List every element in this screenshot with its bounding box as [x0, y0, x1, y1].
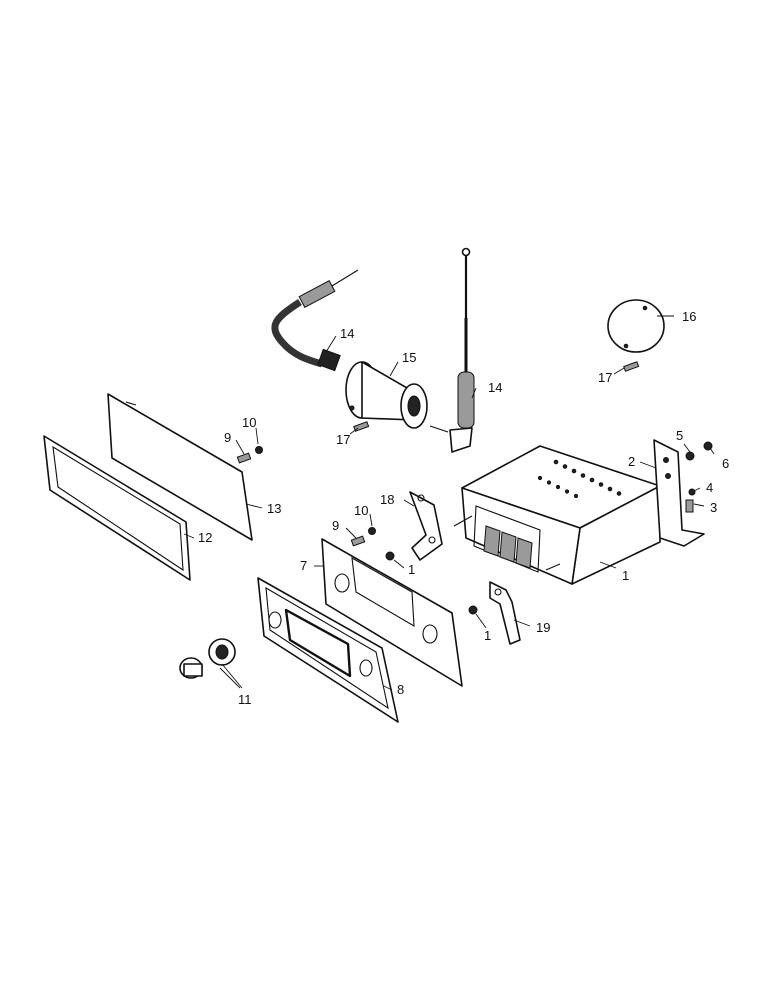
part-7-mounting-plate	[321, 538, 463, 687]
callout-12: 12	[198, 530, 212, 545]
vent-hole	[589, 477, 595, 483]
callout-1-washer-lower: 1	[484, 628, 491, 643]
part-10-nut-upper	[255, 446, 263, 454]
callout-2: 2	[628, 454, 635, 469]
callout-8: 8	[397, 682, 404, 697]
part-9-screw-lower	[350, 535, 366, 547]
callout-5: 5	[676, 428, 683, 443]
callout-18: 18	[380, 492, 394, 507]
callout-14-cable: 14	[340, 326, 354, 341]
callout-19: 19	[536, 620, 550, 635]
part-11-knob	[179, 638, 236, 679]
vent-hole	[564, 489, 570, 494]
vent-hole	[580, 473, 586, 478]
part-3-screw	[685, 499, 694, 513]
part-14-antenna-cable	[271, 269, 359, 372]
callout-4: 4	[706, 480, 713, 495]
callout-10-lower: 10	[354, 503, 368, 518]
callout-9-upper: 9	[224, 430, 231, 445]
callout-16: 16	[682, 309, 696, 324]
part-17-screw-right	[623, 361, 640, 372]
radio-unit-holes	[537, 459, 622, 499]
vent-hole	[571, 468, 577, 474]
part-16-cover-disc	[607, 299, 665, 353]
part-5-washer	[685, 451, 695, 461]
callout-14-rod: 14	[488, 380, 502, 395]
part-18-bracket	[409, 491, 443, 561]
callout-labels: 16 17 14 15 14 17 9 10 13 12 18 9 10 1 7…	[198, 309, 729, 707]
part-10-nut-lower	[368, 527, 376, 535]
vent-hole	[537, 475, 543, 481]
vent-hole	[616, 491, 622, 496]
vent-hole	[573, 493, 579, 499]
part-14-antenna-rod	[429, 247, 475, 453]
vent-hole	[607, 486, 613, 492]
vent-hole	[553, 459, 559, 465]
leader-lines	[183, 315, 715, 691]
part-12-gasket-frame	[43, 435, 191, 581]
callout-11: 11	[238, 692, 252, 707]
callout-17-right: 17	[598, 370, 612, 385]
vent-hole	[562, 464, 568, 469]
part-13-panel	[107, 393, 253, 541]
callout-3: 3	[710, 500, 717, 515]
callout-7: 7	[300, 558, 307, 573]
part-4-washer	[688, 488, 696, 496]
vent-hole	[598, 482, 604, 487]
vent-hole	[546, 480, 552, 485]
callout-15: 15	[402, 350, 416, 365]
callout-1-radio: 1	[622, 568, 629, 583]
part-8-faceplate	[257, 577, 399, 723]
part-15-antenna-mount	[345, 361, 428, 429]
callout-13: 13	[267, 501, 281, 516]
part-1-washer-upper	[385, 551, 395, 561]
part-19-bracket	[489, 581, 521, 645]
vent-hole	[555, 484, 561, 490]
part-9-screw-upper	[236, 452, 252, 464]
callout-10-upper: 10	[242, 415, 256, 430]
part-2-angle-bracket	[653, 439, 705, 547]
callout-6: 6	[722, 456, 729, 471]
callout-17-left: 17	[336, 432, 350, 447]
part-1-washer-lower	[468, 605, 478, 615]
callout-9-lower: 9	[332, 518, 339, 533]
callout-1-washer-upper: 1	[408, 562, 415, 577]
part-1-radio-unit	[453, 445, 661, 585]
